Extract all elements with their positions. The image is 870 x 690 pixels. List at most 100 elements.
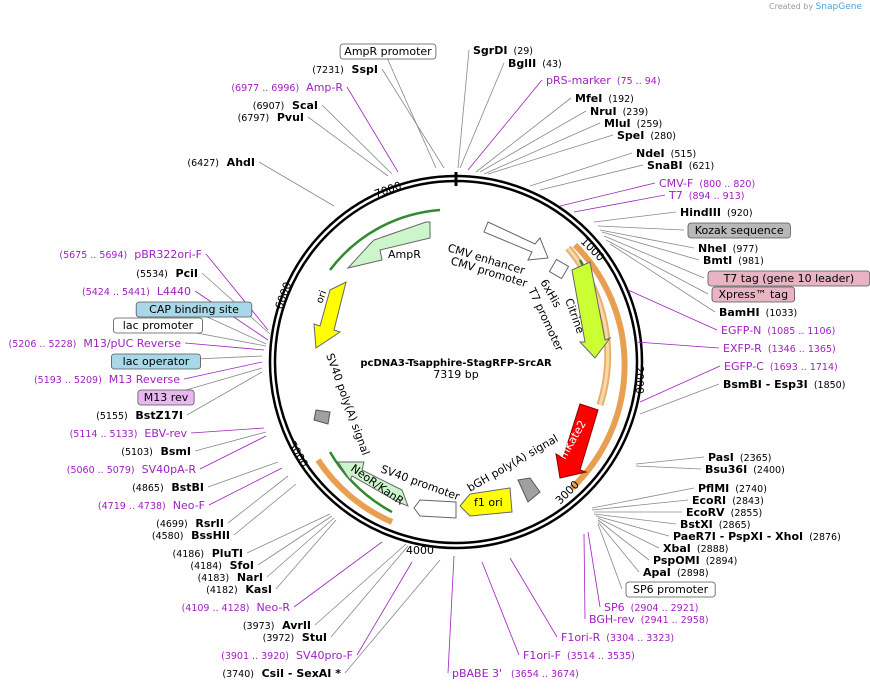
orf-arc-citrine-inner — [566, 247, 610, 406]
annotation-leader — [597, 519, 650, 561]
enzyme-label: SnaBI (621) — [647, 159, 714, 172]
feature-box-label: T7 tag (gene 10 leader) — [723, 272, 855, 285]
annotation-leader — [597, 523, 623, 590]
annotation-leader — [186, 371, 263, 416]
primer-label: (5114 .. 5133) EBV-rev — [70, 427, 188, 440]
feature-f1-ori — [459, 487, 513, 517]
annotation-leader — [184, 342, 265, 351]
enzyme-label: NruI (239) — [590, 105, 648, 118]
annotation-leader — [346, 86, 399, 173]
annotation-leader — [190, 427, 265, 434]
annotation-leader — [591, 499, 689, 511]
enzyme-label: NdeI (515) — [636, 147, 696, 160]
plasmid-length: 7319 bp — [433, 368, 478, 381]
feature-box-label: AmpR promoter — [344, 45, 432, 58]
feature-label-bgh: bGH poly(A) signal — [465, 432, 560, 495]
primer-label: (6977 .. 6996) Amp-R — [231, 81, 343, 94]
annotation-leader — [483, 122, 601, 175]
orf-arc-amp-green — [329, 208, 441, 271]
annotation-leader — [639, 365, 721, 403]
feature-box — [111, 353, 201, 370]
feature-box — [687, 222, 791, 239]
snapgene-logo: SnapGene — [815, 2, 862, 12]
enzyme-label: PasI (2365) — [708, 451, 771, 464]
annotation-leader — [559, 182, 656, 207]
enzyme-label: (6797) PvuI — [238, 111, 304, 124]
primer-label: BGH-rev (2941 .. 2958) — [589, 613, 709, 626]
enzyme-label: (4865) BstBI — [132, 481, 204, 494]
enzyme-label: (4184) SfoI — [190, 559, 254, 572]
enzyme-label: (3973) AvrII — [243, 619, 311, 632]
enzyme-label: XbaI (2888) — [663, 542, 729, 555]
feature-box — [113, 317, 203, 334]
annotation-leader — [587, 531, 601, 608]
plasmid-name: pcDNA3-Tsapphire-StagRFP-SrcAR — [360, 358, 552, 369]
scale-tick-2000: 2000 — [633, 366, 646, 394]
enzyme-label: ApaI (2898) — [643, 566, 709, 579]
enzyme-label: BglII (43) — [508, 57, 562, 70]
primer-label: SP6 (2904 .. 2921) — [604, 601, 699, 614]
feature-his-tag — [548, 258, 570, 280]
annotation-leader — [597, 225, 685, 231]
annotation-leader — [457, 49, 470, 169]
annotation-leader — [344, 559, 441, 674]
primer-label: CMV-F (800 .. 820) — [659, 177, 755, 190]
annotation-leader — [257, 515, 333, 566]
enzyme-label: NheI (977) — [698, 242, 758, 255]
annotation-leader — [597, 521, 640, 573]
watermark: Created by SnapGene — [769, 2, 862, 12]
feature-sv40-polya — [313, 409, 331, 425]
annotation-leader — [199, 435, 267, 470]
enzyme-label: (5103) BsmI — [121, 445, 191, 458]
annotation-leader — [635, 465, 702, 470]
feature-cmv-enhancer — [483, 221, 549, 261]
feature-label-ori: ori — [314, 289, 329, 305]
primer-label: F1ori-R (3304 .. 3323) — [561, 631, 674, 644]
enzyme-label: SgrDI (29) — [473, 44, 533, 57]
annotation-leader — [207, 461, 279, 488]
annotation-leader — [599, 229, 695, 249]
feature-box — [625, 581, 716, 598]
annotation-leader — [381, 68, 445, 169]
enzyme-label: (4186) PluTI — [172, 547, 243, 560]
annotation-leader — [467, 79, 543, 171]
enzyme-label: (5155) BstZ17I — [96, 409, 183, 422]
scale-tick-5000: 5000 — [285, 439, 310, 470]
annotation-leader — [383, 50, 437, 169]
annotation-leader — [227, 475, 289, 524]
feature-box-label: M13 rev — [144, 391, 189, 404]
annotation-leader — [539, 164, 644, 191]
annotation-leader — [593, 211, 677, 223]
annotation-leader — [330, 545, 409, 638]
annotation-leader — [307, 116, 389, 177]
annotation-leader — [635, 456, 705, 465]
enzyme-label: BmtI (981) — [703, 254, 764, 267]
annotation-leader — [603, 235, 705, 279]
annotation-leader — [593, 513, 677, 525]
feature-ori — [313, 281, 347, 349]
primer-label: (3901 .. 3920) SV40pro-F — [221, 649, 353, 662]
annotation-leader — [314, 543, 407, 626]
annotation-leader — [639, 383, 720, 415]
primer-label: (5424 .. 5441) L4440 — [82, 285, 191, 298]
enzyme-label: (3740) CsiI - SexAI * — [222, 667, 341, 680]
enzyme-label: (6427) AhdI — [187, 156, 255, 169]
primer-label: (5675 .. 5694) pBR322ori-F — [59, 248, 202, 261]
enzyme-label: (5534) PciI — [136, 267, 198, 280]
annotation-leader — [459, 62, 505, 169]
enzyme-label: PflMI (2740) — [698, 482, 767, 495]
enzyme-label: (4182) KasI — [206, 583, 272, 596]
annotation-leader — [246, 513, 331, 554]
primer-label: T7 (894 .. 913) — [668, 189, 745, 202]
primer-label: (5060 .. 5079) SV40pA-R — [67, 463, 197, 476]
primer-label: (4719 .. 4738) Neo-F — [98, 499, 205, 512]
primer-label: EGFP-N (1085 .. 1106) — [721, 324, 835, 337]
annotation-leader — [573, 194, 666, 213]
annotation-leader — [356, 561, 413, 656]
primer-label: pBABE 3' — [452, 667, 502, 680]
orf-arc-neo-green — [328, 451, 393, 514]
primer-label: pRS-marker (75 .. 94) — [546, 74, 661, 87]
feature-box-label: CAP binding site — [149, 303, 239, 316]
annotation-leader — [609, 243, 716, 313]
feature-box-label: lac promoter — [123, 319, 194, 332]
